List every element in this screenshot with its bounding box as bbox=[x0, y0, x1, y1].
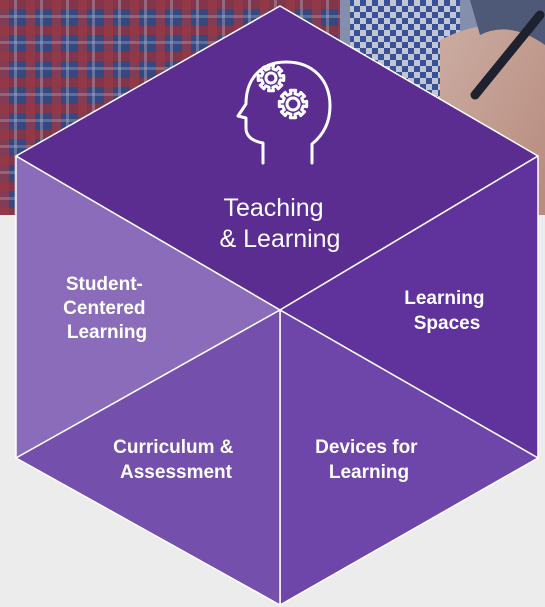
student-centered-learning-label: Student- Centered Learning bbox=[63, 274, 151, 343]
devices-for-learning-label: Devices for Learning bbox=[315, 437, 423, 483]
gear-icon bbox=[256, 63, 286, 93]
segment-curriculum-assessment[interactable] bbox=[15, 309, 281, 606]
head-gears-icon bbox=[236, 60, 332, 165]
gear-outline bbox=[256, 63, 286, 93]
teaching-learning-label: Teaching & Learning bbox=[220, 194, 341, 253]
curriculum-assessment-label: Curriculum & Assessment bbox=[113, 437, 239, 483]
gear-icon bbox=[277, 88, 309, 120]
gear-outline bbox=[277, 88, 309, 120]
learning-spaces-label: Learning Spaces bbox=[404, 288, 490, 334]
